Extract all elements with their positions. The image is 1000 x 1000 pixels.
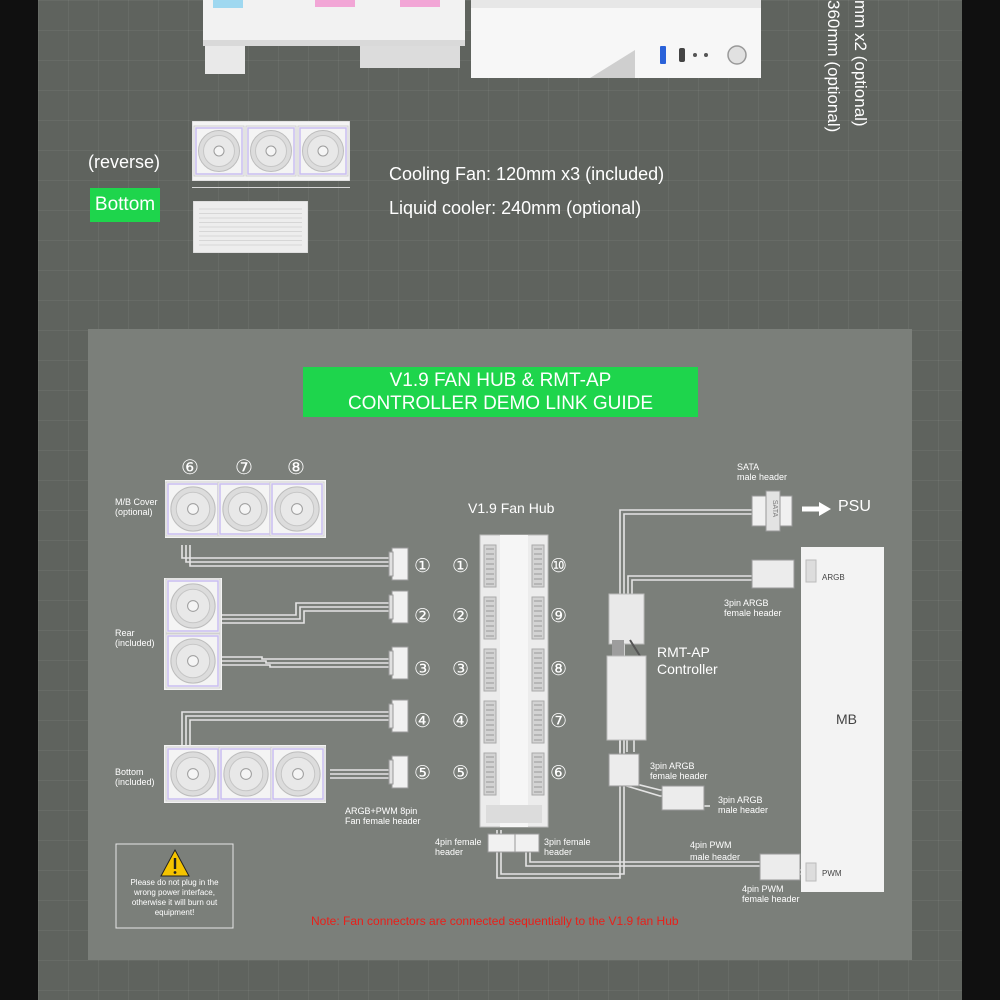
sata-chip-label: SATA	[771, 499, 779, 518]
left-number-4: ④	[414, 711, 432, 732]
mb-cover-fan-1	[165, 481, 221, 537]
hub-left-number-1: ①	[452, 556, 470, 577]
reverse-label: (reverse)	[88, 152, 161, 172]
controller-label-1: RMT-AP	[657, 644, 710, 660]
argb-female-label-1: 3pin ARGB	[724, 598, 769, 608]
bottom-fan-label-2: (included)	[115, 777, 155, 787]
connector-5	[388, 755, 409, 789]
hub-slot-left	[483, 700, 497, 744]
hub-left-number-4: ④	[452, 711, 470, 732]
pwm-female-label-2: female header	[742, 894, 800, 904]
bottom-badge: Bottom	[90, 188, 160, 222]
bottom-badge-label: Bottom	[94, 194, 156, 215]
hub-slot-left	[483, 648, 497, 692]
warning-line-3: otherwise it will burn out	[131, 898, 218, 907]
hub-left-number-3: ③	[452, 659, 470, 680]
sata-label-1: SATA	[737, 462, 760, 472]
bottom-fan-label-1: Bottom	[115, 767, 144, 777]
threepin-female-label-2: header	[544, 847, 573, 857]
sata-label-2: male header	[737, 472, 788, 482]
argb-female-b-label-2: female header	[650, 771, 708, 781]
left-number-5: ⑤	[414, 763, 432, 784]
left-number-3: ③	[414, 659, 432, 680]
connector-3	[388, 646, 409, 680]
pwm-male-label-1: 4pin PWM	[690, 840, 732, 850]
fourpin-female-label-2: header	[435, 847, 464, 857]
vertical-text-2: 360mm (optional)	[824, 0, 843, 133]
rear-fan-1	[165, 578, 221, 634]
connector-1	[388, 547, 409, 581]
hub-left-number-2: ②	[452, 606, 470, 627]
top-fan-number-6: ⑥	[181, 457, 199, 479]
mb-cover-label-2: (optional)	[115, 507, 153, 517]
top-fan-number-7: ⑦	[235, 457, 253, 479]
rear-fan-2	[165, 633, 221, 689]
pwm-female-label-1: 4pin PWM	[742, 884, 784, 894]
left-number-2: ②	[414, 606, 432, 627]
hub-slot-right	[531, 648, 545, 692]
mb-cover-label-1: M/B Cover	[115, 497, 158, 507]
bottom-fan-1	[165, 746, 221, 802]
rear-label-2: (included)	[115, 638, 155, 648]
hub-slot-right	[531, 700, 545, 744]
connector-2	[388, 590, 409, 624]
argb-pwm-label-1: ARGB+PWM 8pin	[345, 806, 418, 816]
strip-fan-1	[193, 125, 245, 177]
cooling-fan-text: Cooling Fan: 120mm x3 (included)	[389, 164, 665, 184]
hub-slot-left	[483, 544, 497, 588]
hub-label: V1.9 Fan Hub	[468, 500, 555, 516]
left-number-1: ①	[414, 556, 432, 577]
hub-slot-right	[531, 544, 545, 588]
connector-4	[388, 699, 409, 733]
hub-slot-left	[483, 752, 497, 796]
hub-right-number-10: ⑩	[550, 556, 568, 577]
argb-pwm-label-2: Fan female header	[345, 816, 421, 826]
note-text: Note: Fan connectors are connected seque…	[311, 914, 679, 928]
top-fan-strip	[192, 121, 350, 181]
strip-fan-2	[245, 125, 297, 177]
warning-line-4: equipment!	[154, 908, 195, 917]
hub-slot-right	[531, 752, 545, 796]
controller-label-2: Controller	[657, 661, 718, 677]
psu-label: PSU	[838, 498, 871, 515]
argb-male-label-1: 3pin ARGB	[718, 795, 763, 805]
radiator-image	[193, 201, 308, 253]
hub-right-number-9: ⑨	[550, 606, 568, 627]
guide-title-line2: CONTROLLER DEMO LINK GUIDE	[347, 393, 654, 414]
guide-title-line1: V1.9 FAN HUB & RMT-AP	[389, 370, 612, 391]
fourpin-female-label-1: 4pin female	[435, 837, 482, 847]
guide-title: V1.9 FAN HUB & RMT-AP CONTROLLER DEMO LI…	[303, 367, 698, 417]
hub-right-number-7: ⑦	[550, 711, 568, 732]
mb-argb-label: ARGB	[822, 573, 845, 582]
bottom-fan-3	[270, 746, 326, 802]
mb-cover-fan-2	[217, 481, 273, 537]
mb-label: MB	[836, 711, 857, 727]
hub-left-number-5: ⑤	[452, 763, 470, 784]
warning-line-1: Please do not plug in the	[130, 878, 219, 887]
hub-right-number-6: ⑥	[550, 763, 568, 784]
mb-cover-fan-3	[269, 481, 325, 537]
hub-right-number-8: ⑧	[550, 659, 568, 680]
hub-slot-left	[483, 596, 497, 640]
liquid-cooler-text: Liquid cooler: 240mm (optional)	[389, 198, 642, 218]
strip-fan-3	[297, 125, 349, 177]
threepin-female-label-1: 3pin female	[544, 837, 591, 847]
bottom-fan-2	[218, 746, 274, 802]
rear-label-1: Rear	[115, 628, 135, 638]
top-fan-number-8: ⑧	[287, 457, 305, 479]
hub-slot-right	[531, 596, 545, 640]
pwm-male-label-2: male header	[690, 852, 741, 862]
argb-female-label-2: female header	[724, 608, 782, 618]
mb-pwm-label: PWM	[822, 869, 842, 878]
argb-male-label-2: male header	[718, 805, 769, 815]
vertical-text-1: mm x2 (optional)	[851, 0, 870, 127]
warning-line-2: wrong power interface,	[134, 888, 215, 897]
warning-box: Please do not plug in the wrong power in…	[116, 878, 233, 918]
pc-case-image	[203, 0, 761, 78]
divider-line	[192, 187, 350, 188]
argb-female-b-label-1: 3pin ARGB	[650, 761, 695, 771]
